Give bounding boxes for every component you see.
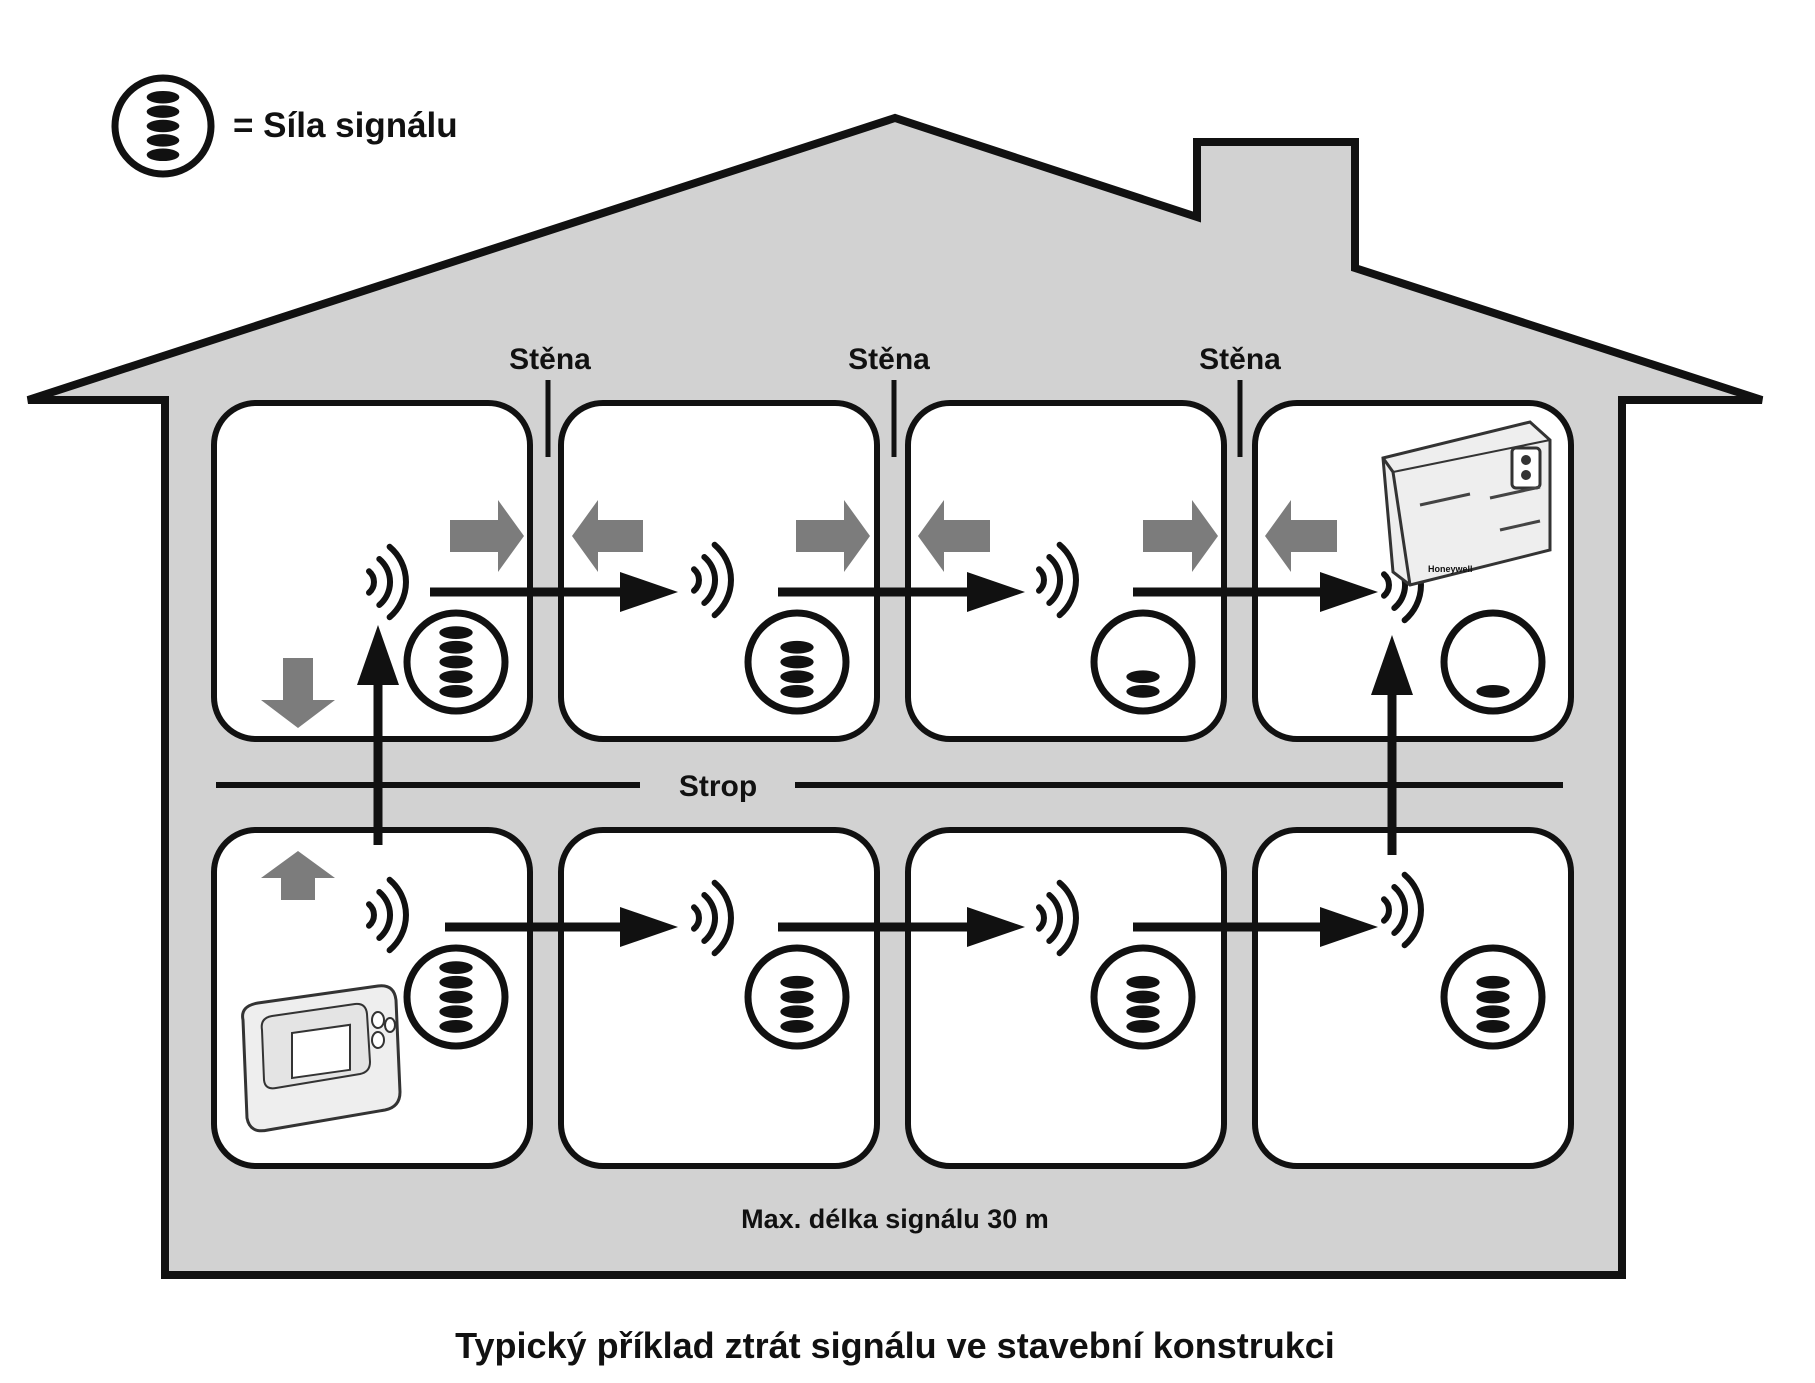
signal-meter-lower-1-bar <box>439 1020 473 1033</box>
signal-meter-upper-2-bar <box>780 640 814 654</box>
signal-waves-upper-1-icon <box>366 543 409 621</box>
signal-meter-upper-3-bar <box>1126 685 1160 698</box>
wall-labels: Stěna Stěna Stěna <box>509 343 1281 457</box>
signal-meter-upper-3 <box>1090 609 1196 715</box>
signal-meter-lower-2-bar <box>780 1005 814 1019</box>
signal-meter-upper-2 <box>744 609 850 715</box>
signal-meter-lower-3-bar <box>1126 1005 1160 1019</box>
signal-strength-meters <box>403 609 1546 1050</box>
signal-meter-upper-2-bar <box>780 655 814 669</box>
signal-meter-lower-3-bar <box>1126 975 1160 989</box>
controller-device: Honeywell <box>1381 420 1552 587</box>
signal-meter-lower-1 <box>403 944 509 1050</box>
signal-meter-upper-1 <box>403 609 509 715</box>
signal-meter-upper-2-bar <box>780 685 814 698</box>
attenuation-arrow-right-3 <box>1143 500 1218 572</box>
diagram-caption: Typický příklad ztrát signálu ve stavebn… <box>455 1325 1335 1366</box>
signal-meter-upper-1-bar <box>439 670 473 684</box>
attenuation-arrow-right-2 <box>796 500 870 572</box>
signal-meter-lower-4-bar <box>1476 1005 1510 1019</box>
signal-meter-upper-1-bar <box>439 685 473 698</box>
ceiling: Strop <box>216 770 1563 803</box>
attenuation-arrow-left-1 <box>572 500 643 572</box>
signal-arrow-upper-1 <box>430 572 678 612</box>
attenuation-arrow-right-1 <box>450 500 524 572</box>
signal-meter-lower-1-bar <box>439 975 473 989</box>
signal-meter-lower-4-bar <box>1476 975 1510 989</box>
signal-meter-lower-4-bar <box>1476 1020 1510 1033</box>
signal-meter-lower-1-bar <box>439 1005 473 1019</box>
attenuation-arrow-up <box>261 851 335 900</box>
signal-meter-lower-4-bar <box>1476 990 1510 1004</box>
legend: = Síla signálu <box>111 74 458 178</box>
signal-meter-lower-2-bar <box>780 990 814 1004</box>
wall-label-3: Stěna <box>1199 343 1281 376</box>
legend-signal-meter-icon-bar <box>146 90 180 104</box>
signal-meter-lower-1-bar <box>439 990 473 1004</box>
signal-arrow-lower-3 <box>1133 907 1378 947</box>
thermostat-device: thermostat <box>241 984 402 1133</box>
signal-meter-upper-1-bar <box>439 655 473 669</box>
signal-meter-upper-1-bar <box>439 640 473 654</box>
signal-meter-upper-2-bar <box>780 670 814 684</box>
signal-arrow-vertical-left <box>357 625 399 845</box>
signal-meter-upper-4-bar <box>1476 685 1510 698</box>
signal-path-arrows <box>357 572 1413 947</box>
legend-signal-meter-icon <box>111 74 215 178</box>
attenuation-arrow-left-3 <box>1265 500 1337 572</box>
signal-meter-lower-1-bar <box>439 961 473 974</box>
signal-arrow-lower-2 <box>778 907 1025 947</box>
attenuation-arrows <box>261 500 1337 900</box>
signal-meter-lower-3-bar <box>1126 990 1160 1004</box>
controller-brand-label: Honeywell <box>1428 564 1473 574</box>
signal-meter-lower-4 <box>1440 944 1546 1050</box>
signal-meter-upper-4 <box>1440 609 1546 715</box>
signal-waves-upper-3-icon <box>1036 541 1079 619</box>
signal-waves-lower-2-icon <box>691 879 734 957</box>
signal-waves-lower-1-icon <box>366 876 409 954</box>
signal-meter-lower-3 <box>1090 944 1196 1050</box>
legend-signal-meter-icon-bar <box>146 119 180 133</box>
signal-waves-lower-3-icon <box>1036 879 1079 957</box>
signal-meter-upper-3-bar <box>1126 670 1160 684</box>
signal-meter-lower-2-bar <box>780 1020 814 1033</box>
ceiling-label: Strop <box>679 770 757 803</box>
signal-arrow-upper-3 <box>1133 572 1378 612</box>
legend-signal-meter-icon-bar <box>146 134 180 147</box>
attenuation-arrow-left-2 <box>918 500 990 572</box>
legend-label: = Síla signálu <box>233 106 458 145</box>
signal-arrow-upper-2 <box>778 572 1025 612</box>
signal-waves <box>366 541 1424 957</box>
signal-meter-lower-2 <box>744 944 850 1050</box>
signal-waves-upper-2-icon <box>691 541 734 619</box>
wall-label-2: Stěna <box>848 343 930 376</box>
signal-meter-lower-2-bar <box>780 975 814 989</box>
signal-meter-lower-3-bar <box>1126 1020 1160 1033</box>
legend-signal-meter-icon-bar <box>146 105 180 118</box>
legend-signal-meter-icon-bar <box>146 148 180 162</box>
attenuation-arrow-down <box>261 658 335 728</box>
signal-arrow-lower-1 <box>445 907 678 947</box>
signal-arrow-vertical-right <box>1371 635 1413 855</box>
legend-signal-meter <box>111 74 215 178</box>
wall-label-1: Stěna <box>509 343 591 376</box>
max-range-label: Max. délka signálu 30 m <box>741 1204 1049 1234</box>
signal-waves-lower-4-icon <box>1381 871 1424 949</box>
signal-meter-upper-1-bar <box>439 626 473 639</box>
